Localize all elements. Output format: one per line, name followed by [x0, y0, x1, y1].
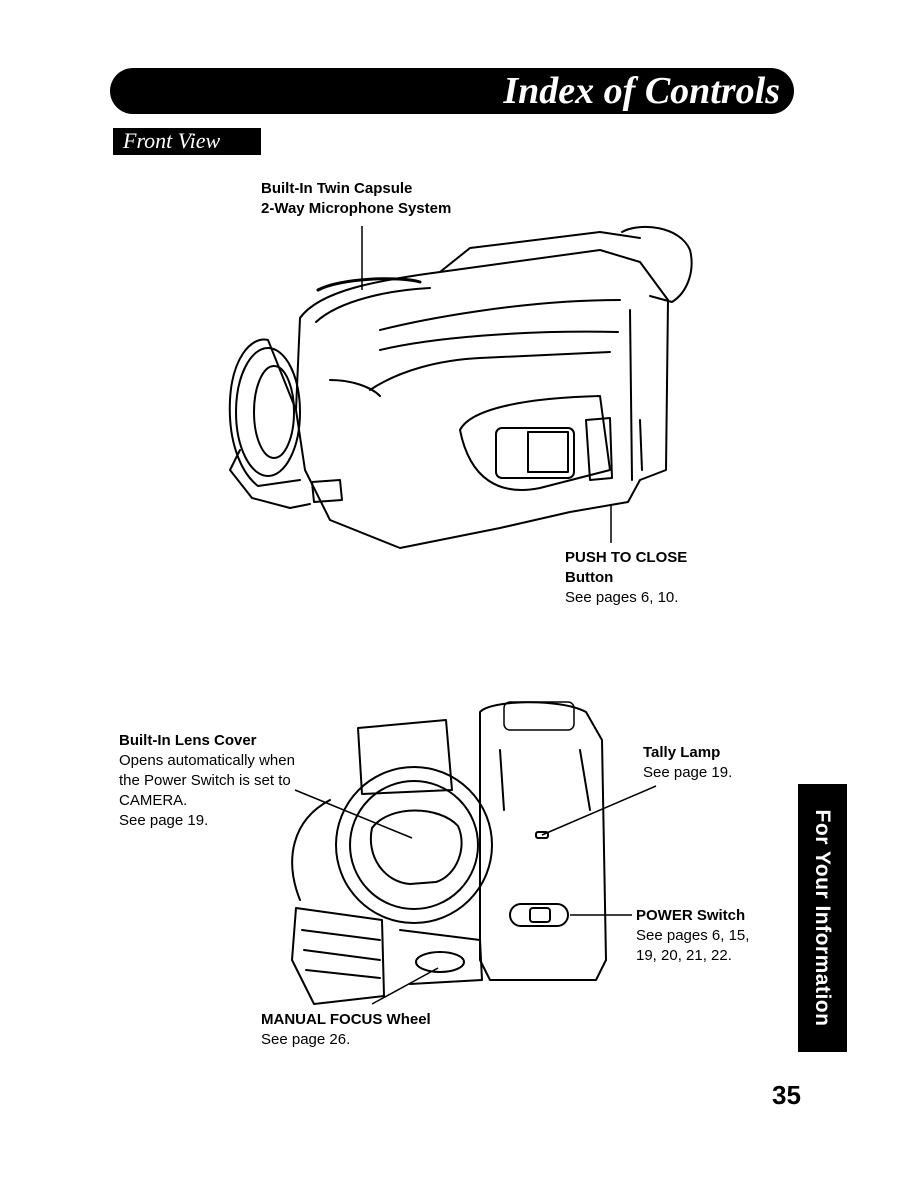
tally-lamp-callout: Tally Lamp See page 19. — [643, 743, 732, 783]
section-side-tab: For Your Information — [798, 784, 847, 1052]
section-label: Front View — [113, 128, 261, 155]
camcorder-side-view-drawing — [228, 225, 693, 549]
microphone-callout: Built-In Twin Capsule 2-Way Microphone S… — [261, 179, 451, 219]
push-to-close-label-line2: Button — [565, 569, 614, 586]
camcorder-front-view-drawing — [291, 701, 607, 1005]
power-switch-callout: POWER Switch See pages 6, 15, 19, 20, 21… — [636, 906, 749, 966]
lens-cover-line3: CAMERA. — [119, 792, 188, 809]
page-title: Index of Controls — [503, 70, 780, 112]
tally-lamp-title: Tally Lamp — [643, 744, 721, 761]
lens-cover-line2: the Power Switch is set to — [119, 772, 291, 789]
header-bar: Index of Controls — [110, 68, 794, 114]
power-switch-ref2: 19, 20, 21, 22. — [636, 947, 732, 964]
lens-cover-ref: See page 19. — [119, 812, 209, 829]
tally-lamp-leader-line — [541, 785, 657, 836]
manual-focus-callout: MANUAL FOCUS Wheel See page 26. — [261, 1010, 431, 1050]
lens-cover-leader-line — [294, 789, 413, 839]
side-tab-text: For Your Information — [811, 809, 834, 1027]
lens-cover-callout: Built-In Lens Cover Opens automatically … — [119, 731, 295, 831]
push-to-close-callout: PUSH TO CLOSE Button See pages 6, 10. — [565, 548, 687, 608]
microphone-label-line2: 2-Way Microphone System — [261, 200, 452, 217]
push-to-close-ref: See pages 6, 10. — [565, 589, 679, 606]
manual-focus-ref: See page 26. — [261, 1031, 351, 1048]
power-switch-ref1: See pages 6, 15, — [636, 927, 750, 944]
manual-focus-title: MANUAL FOCUS Wheel — [261, 1011, 431, 1028]
push-to-close-label-line1: PUSH TO CLOSE — [565, 549, 688, 566]
tally-lamp-ref: See page 19. — [643, 764, 733, 781]
power-switch-title: POWER Switch — [636, 907, 746, 924]
microphone-label-line1: Built-In Twin Capsule — [261, 180, 413, 197]
page-number: 35 — [772, 1080, 801, 1110]
lens-cover-title: Built-In Lens Cover — [119, 732, 257, 749]
manual-focus-leader-line — [371, 967, 439, 1005]
lens-cover-line1: Opens automatically when — [119, 752, 295, 769]
